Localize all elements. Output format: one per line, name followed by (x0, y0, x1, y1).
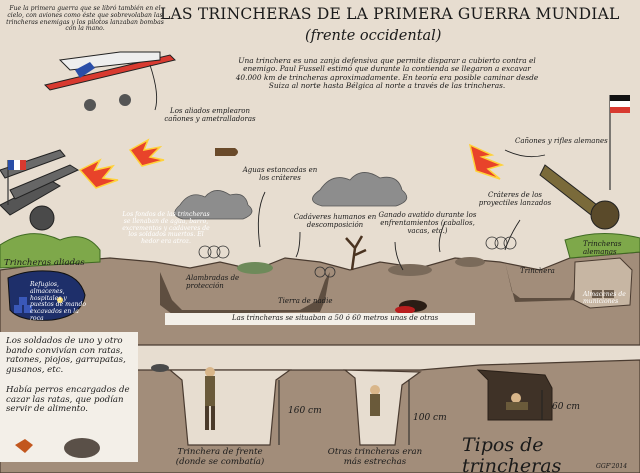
allied-supply-crate (24, 305, 32, 313)
grass-left (0, 233, 101, 269)
shelters-label: Refugios, almacenes, hospitales y puesto… (30, 281, 87, 323)
allied-muzzle-fire (78, 138, 165, 189)
livestock-label: Ganado avatido durante los enfrentamient… (378, 211, 477, 235)
allied-artillery (0, 149, 80, 231)
shell-crater (455, 257, 485, 267)
annotation-arrows (149, 64, 546, 271)
rats-note-2: Había perros encargados de cazar las rat… (6, 385, 130, 415)
distance-band (165, 313, 475, 325)
shelter-lantern (57, 297, 63, 303)
page-subtitle: (frente occidental) (305, 28, 442, 44)
trench-floor-label: Los fondos de las trincheras se llenaban… (122, 211, 210, 246)
german-flag (609, 95, 630, 190)
distance-label: Las trincheras se situaban a 50 ó 60 met… (232, 314, 439, 322)
munitions-crate (604, 290, 614, 298)
rats-note-1: Los soldados de uno y otro bando conviví… (6, 336, 126, 375)
munitions-label: Almacenes de municiones (583, 291, 626, 305)
allied-supply-crate (14, 305, 22, 313)
rat-small (151, 364, 169, 372)
louse (15, 439, 33, 453)
narrow-trench-label: Otras trincheras eran más estrechas (327, 447, 423, 467)
bullet-icon (215, 148, 238, 156)
biplane (44, 51, 176, 111)
stagnant-water-label: Aguas estancadas en los cráteres (242, 166, 318, 182)
munitions-cave (573, 257, 633, 309)
water-crater (237, 262, 273, 274)
dead-tree (345, 235, 367, 271)
soldier-narrow-trench (370, 385, 380, 416)
height-160-label: 160 cm (288, 406, 322, 416)
french-flag (7, 160, 26, 205)
allied-supply-crate (19, 297, 27, 305)
front-trench-label: Trinchera de frente (donde se combatía) (175, 447, 265, 467)
soldier-front-trench (205, 367, 215, 430)
grass-right (564, 232, 640, 259)
allies-guns-label: Los aliados emplearon cañones y ametrall… (164, 107, 256, 123)
shell-crater (388, 264, 432, 276)
craters-label: Cráteres de los proyectiles lanzados (478, 191, 552, 207)
barbed-wire (198, 236, 517, 278)
german-artillery (539, 164, 620, 230)
smoke-clouds (174, 172, 408, 220)
german-trenches-label: Trincheras alemanas (583, 240, 622, 256)
intro-text: Una trinchera es una zanja defensiva que… (235, 56, 539, 90)
blood-pool (395, 306, 415, 314)
trench-label: Trinchera (520, 267, 555, 275)
trench-types-heading: Tipos de trincheras (462, 434, 562, 473)
signature: GGF'2014 (596, 463, 628, 470)
airplanes-label: Fue la primera guerra que se libró tambi… (6, 5, 164, 33)
page-title: LAS TRINCHERAS DE LA PRIMERA GUERRA MUND… (160, 5, 620, 23)
munitions-crate (592, 290, 602, 298)
rat-large (64, 438, 100, 458)
height-100-label: 100 cm (413, 413, 447, 423)
barbed-wire-label: Alambradas de protección (186, 274, 240, 290)
height-arrows (278, 380, 543, 445)
allied-trenches-label: Trincheras aliadas (4, 258, 85, 268)
height-60-label: 60 cm (552, 402, 580, 412)
german-muzzle-fire (468, 143, 505, 180)
no-mans-land-label: Tierra de nadie (278, 297, 333, 305)
narrow-trench-section (343, 369, 422, 446)
soldier-dugout (506, 393, 528, 410)
front-trench-cut (160, 272, 330, 314)
deep-trench-section (168, 369, 292, 446)
corpses-label: Cadáveres humanos en descomposición (293, 213, 377, 229)
german-guns-label: Cañones y rifles alemanes (515, 137, 608, 145)
